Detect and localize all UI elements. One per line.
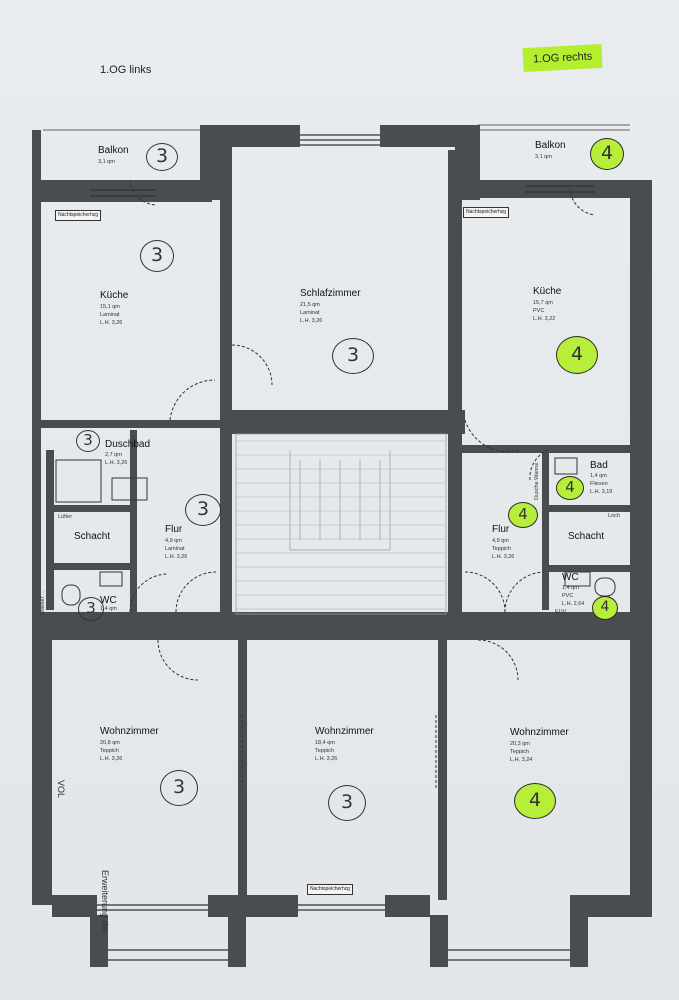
room-duschbad-area: 2,7 qm: [105, 452, 122, 458]
room-wc-left-area: 1,4 qm: [100, 606, 117, 612]
heater-tag-left: Nachtspeicherhzg: [55, 210, 102, 221]
room-wohnzimmer-mid-floor: Teppich: [315, 748, 334, 754]
room-kueche-right-height: L.H. 3,22: [533, 316, 556, 322]
heater-tag-bottom: Nachtspeicherhzg: [307, 884, 354, 895]
handwritten-flur-left: 3: [185, 494, 221, 526]
handwritten-bad: 4: [556, 476, 584, 500]
room-balkon-left-name: Balkon: [98, 145, 129, 156]
room-kueche-right-floor: PVC: [533, 308, 545, 314]
room-wohnzimmer-right-height: L.H. 3,24: [510, 757, 533, 763]
schacht-right-note: Loch: [608, 513, 620, 519]
room-duschbad-height: L.H. 3,26: [105, 460, 128, 466]
room-schlafzimmer-area: 21,5 qm: [300, 302, 320, 308]
room-bad-area: 1,4 qm: [590, 473, 607, 479]
room-wohnzimmer-right-name: Wohnzimmer: [510, 727, 569, 738]
handwritten-duschbad: 3: [76, 430, 100, 452]
room-duschbad-name: Duschbad: [105, 439, 151, 450]
right-unit-label: 1.OG rechts: [522, 43, 603, 73]
room-kueche-left-height: L.H. 3,26: [100, 320, 123, 326]
room-wc-right-name: WC: [562, 572, 579, 583]
handwritten-balkon-right: 4: [590, 138, 624, 170]
room-wc-right-height: L.H. 2,64: [562, 601, 585, 607]
doors: [129, 179, 596, 790]
handwritten-wc-left: 3: [78, 597, 104, 621]
left-unit-label: 1.OG links: [100, 64, 152, 76]
room-wc-right-area: 1,4 qm: [562, 585, 579, 591]
room-wohnzimmer-left-height: L.H. 3,26: [100, 756, 123, 762]
walls: [32, 125, 652, 967]
room-wohnzimmer-mid-name: Wohnzimmer: [315, 726, 374, 737]
handwritten-wc-right: 4: [592, 596, 618, 620]
room-kueche-left-name: Küche: [100, 290, 129, 301]
room-balkon-right-name: Balkon: [535, 140, 566, 151]
handwritten-balkon-left: 3: [146, 143, 178, 171]
room-wohnzimmer-left-floor: Teppich: [100, 748, 119, 754]
room-flur-right-area: 4,9 qm: [492, 538, 509, 544]
room-wohnzimmer-right-floor: Teppich: [510, 749, 529, 755]
handwritten-wohnzimmer-left: 3: [160, 770, 198, 806]
room-wohnzimmer-right-area: 20,3 qm: [510, 741, 530, 747]
room-kueche-left-floor: Laminat: [100, 312, 120, 318]
schacht-left-note: Lüfter: [58, 514, 73, 520]
room-kueche-right-area: 15,7 qm: [533, 300, 553, 306]
room-schacht-left-name: Schacht: [74, 531, 111, 542]
room-flur-left-area: 4,9 qm: [165, 538, 182, 544]
room-wc-left-name: WC: [100, 595, 117, 606]
room-wohnzimmer-mid-area: 18,4 qm: [315, 740, 335, 746]
handwritten-schlafzimmer: 3: [332, 338, 374, 374]
handwritten-kueche-left: 3: [140, 240, 174, 272]
room-kueche-right-name: Küche: [533, 286, 562, 297]
windows: [43, 124, 630, 961]
room-bad-name: Bad: [590, 460, 608, 471]
room-flur-left-floor: Laminat: [165, 546, 185, 552]
room-wc-right-extra: EUV: [555, 609, 567, 615]
room-bad-floor: Fliesen: [590, 481, 608, 487]
staircase: [235, 433, 447, 615]
room-schlafzimmer-name: Schlafzimmer: [300, 288, 361, 299]
room-schlafzimmer-floor: Laminat: [300, 310, 320, 316]
stair-lines: [289, 450, 391, 551]
handwritten-flur-right: 4: [508, 502, 538, 528]
room-bad-height: L.H. 3,19: [590, 489, 613, 495]
room-flur-right-floor: Teppich: [492, 546, 511, 552]
room-wc-right-floor: PVC: [562, 593, 574, 599]
side-text-bottom-left-2: Erweiterung der: [100, 870, 110, 934]
side-text-bottom-left: VOL: [56, 780, 66, 799]
side-text-left: Wasser ...: [40, 590, 46, 615]
room-balkon-right-area: 3,1 qm: [535, 154, 552, 160]
room-kueche-left-area: 15,1 qm: [100, 304, 120, 310]
room-schacht-right-name: Schacht: [568, 531, 605, 542]
handwritten-kueche-right: 4: [556, 336, 598, 374]
handwritten-wohnzimmer-mid: 3: [328, 785, 366, 821]
room-flur-left-name: Flur: [165, 524, 183, 535]
room-wohnzimmer-mid-height: L.H. 3,26: [315, 756, 338, 762]
fixtures: [55, 457, 616, 606]
room-schlafzimmer-height: L.H. 3,26: [300, 318, 323, 324]
room-flur-right-name: Flur: [492, 524, 510, 535]
room-wohnzimmer-left-area: 20,8 qm: [100, 740, 120, 746]
side-text-right: Dusche Wanne: [534, 462, 540, 500]
heater-tag-right: Nachtspeicherhzg: [463, 207, 510, 218]
room-flur-left-height: L.H. 3,26: [165, 554, 188, 560]
room-flur-right-height: L.H. 3,26: [492, 554, 515, 560]
handwritten-wohnzimmer-right: 4: [514, 783, 556, 819]
room-balkon-left-area: 3,1 qm: [98, 159, 115, 165]
room-wohnzimmer-left-name: Wohnzimmer: [100, 726, 159, 737]
